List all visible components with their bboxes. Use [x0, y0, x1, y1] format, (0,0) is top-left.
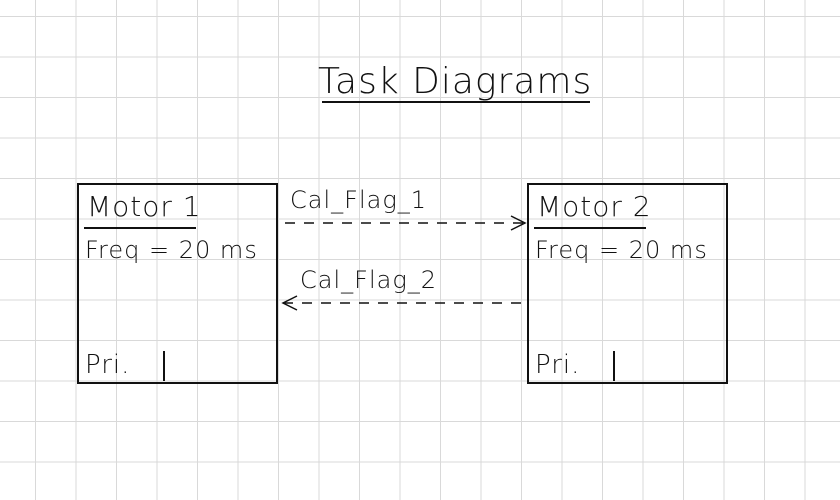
task-box-motor-2: Motor 2 Freq = 20 ms Pri.: [527, 183, 728, 384]
flag-label-cal-flag-1: Cal_Flag_1: [290, 186, 427, 214]
task-box-motor-1: Motor 1 Freq = 20 ms Pri.: [77, 183, 278, 384]
task-name-underline: [534, 227, 646, 229]
task-name-underline: [84, 227, 196, 229]
arrow-cal-flag-2: [281, 295, 522, 311]
flag-label-cal-flag-2: Cal_Flag_2: [300, 266, 437, 294]
task-frequency: Freq = 20 ms: [85, 236, 258, 264]
task-priority-label: Pri.: [535, 350, 581, 380]
arrow-cal-flag-1: [285, 215, 527, 231]
priority-separator: [613, 351, 615, 381]
task-frequency: Freq = 20 ms: [535, 236, 708, 264]
task-priority-label: Pri.: [85, 350, 131, 380]
title-underline: [322, 101, 590, 103]
task-name: Motor 1: [87, 190, 202, 223]
task-name: Motor 2: [537, 190, 652, 223]
diagram-title: Task Diagrams: [318, 61, 593, 102]
priority-separator: [163, 351, 165, 381]
